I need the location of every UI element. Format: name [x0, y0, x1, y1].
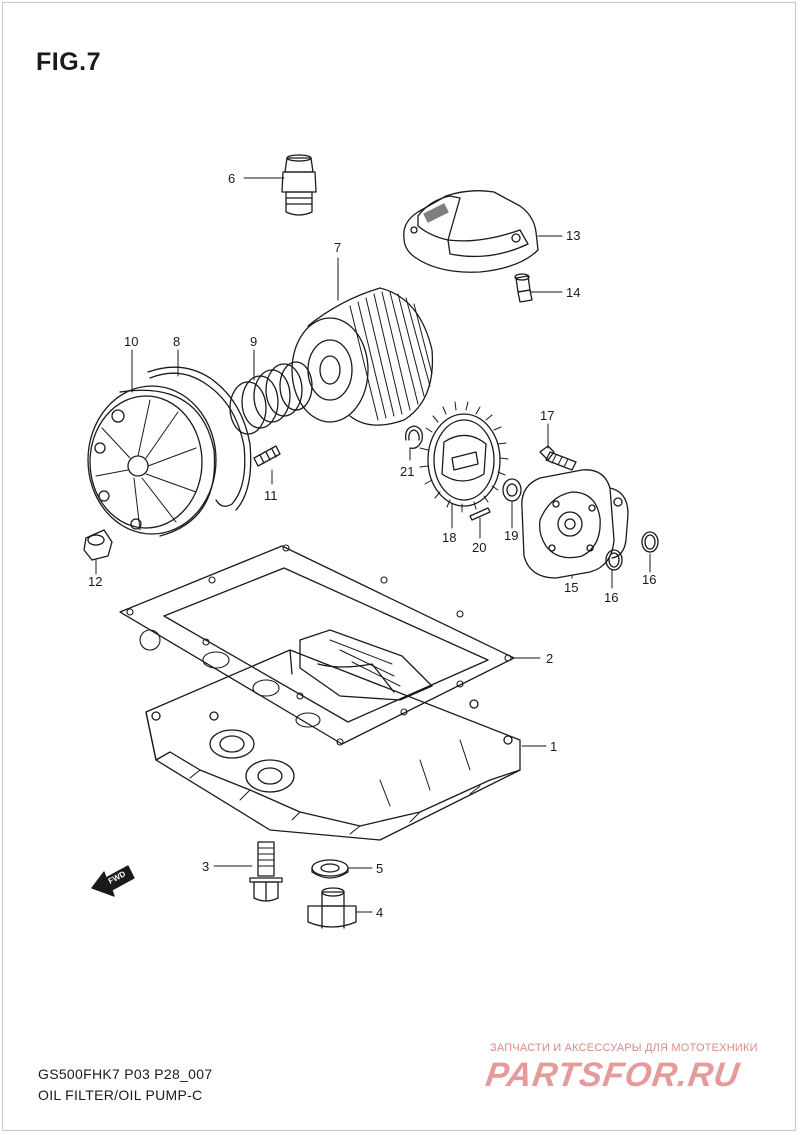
part-20-pin	[469, 507, 491, 521]
footer-diagram-title: OIL FILTER/OIL PUMP-C	[38, 1087, 203, 1103]
label-18: 18	[442, 530, 456, 545]
part-21-circlip	[405, 425, 423, 449]
label-20: 20	[472, 540, 486, 555]
label-6: 6	[228, 171, 235, 186]
part-1-oil-pan	[145, 629, 521, 841]
part-9-spring	[229, 361, 313, 435]
label-14: 14	[566, 285, 580, 300]
part-16-o-ring-right	[641, 531, 659, 553]
part-17-screw	[539, 445, 577, 471]
figure-title: FIG.7	[36, 48, 102, 76]
part-15-oil-pump	[521, 469, 629, 579]
part-3-bolt	[249, 841, 283, 902]
label-4: 4	[376, 905, 383, 920]
watermark-logo: PARTSFOR.RU	[483, 1056, 743, 1094]
part-6-plug	[281, 154, 317, 216]
label-17: 17	[540, 408, 554, 423]
part-12-nut	[83, 529, 113, 561]
part-labels: 6 7 10 8 9 11 12 13 14 17 21 18 20 19 15…	[88, 171, 656, 920]
watermark-tagline: ЗАПЧАСТИ И АКСЕССУАРЫ ДЛЯ МОТОТЕХНИКИ	[490, 1042, 758, 1054]
part-13-cover	[403, 190, 539, 273]
part-11-stud	[253, 445, 281, 467]
part-10-filter-cap	[87, 385, 217, 537]
part-19-washer	[502, 478, 522, 502]
label-10: 10	[124, 334, 138, 349]
label-2: 2	[546, 651, 553, 666]
part-18-pump-gear	[419, 401, 509, 513]
label-7: 7	[334, 240, 341, 255]
leader-lines	[95, 177, 651, 913]
label-5: 5	[376, 861, 383, 876]
label-12: 12	[88, 574, 102, 589]
footer-model-code: GS500FHK7 P03 P28_007	[38, 1066, 213, 1082]
label-9: 9	[250, 334, 257, 349]
part-14-bolt	[514, 273, 533, 303]
fwd-arrow-icon: FWD	[91, 865, 135, 897]
label-15: 15	[564, 580, 578, 595]
part-8-o-ring	[147, 366, 252, 511]
label-16-right: 16	[642, 572, 656, 587]
label-1: 1	[550, 739, 557, 754]
part-4-drain-plug	[307, 887, 357, 929]
label-16-left: 16	[604, 590, 618, 605]
label-21: 21	[400, 464, 414, 479]
label-8: 8	[173, 334, 180, 349]
label-3: 3	[202, 859, 209, 874]
label-19: 19	[504, 528, 518, 543]
part-7-oil-filter	[291, 287, 434, 426]
part-5-gasket	[311, 859, 349, 879]
label-11: 11	[264, 488, 278, 503]
label-13: 13	[566, 228, 580, 243]
part-16-o-ring-left	[605, 549, 623, 571]
